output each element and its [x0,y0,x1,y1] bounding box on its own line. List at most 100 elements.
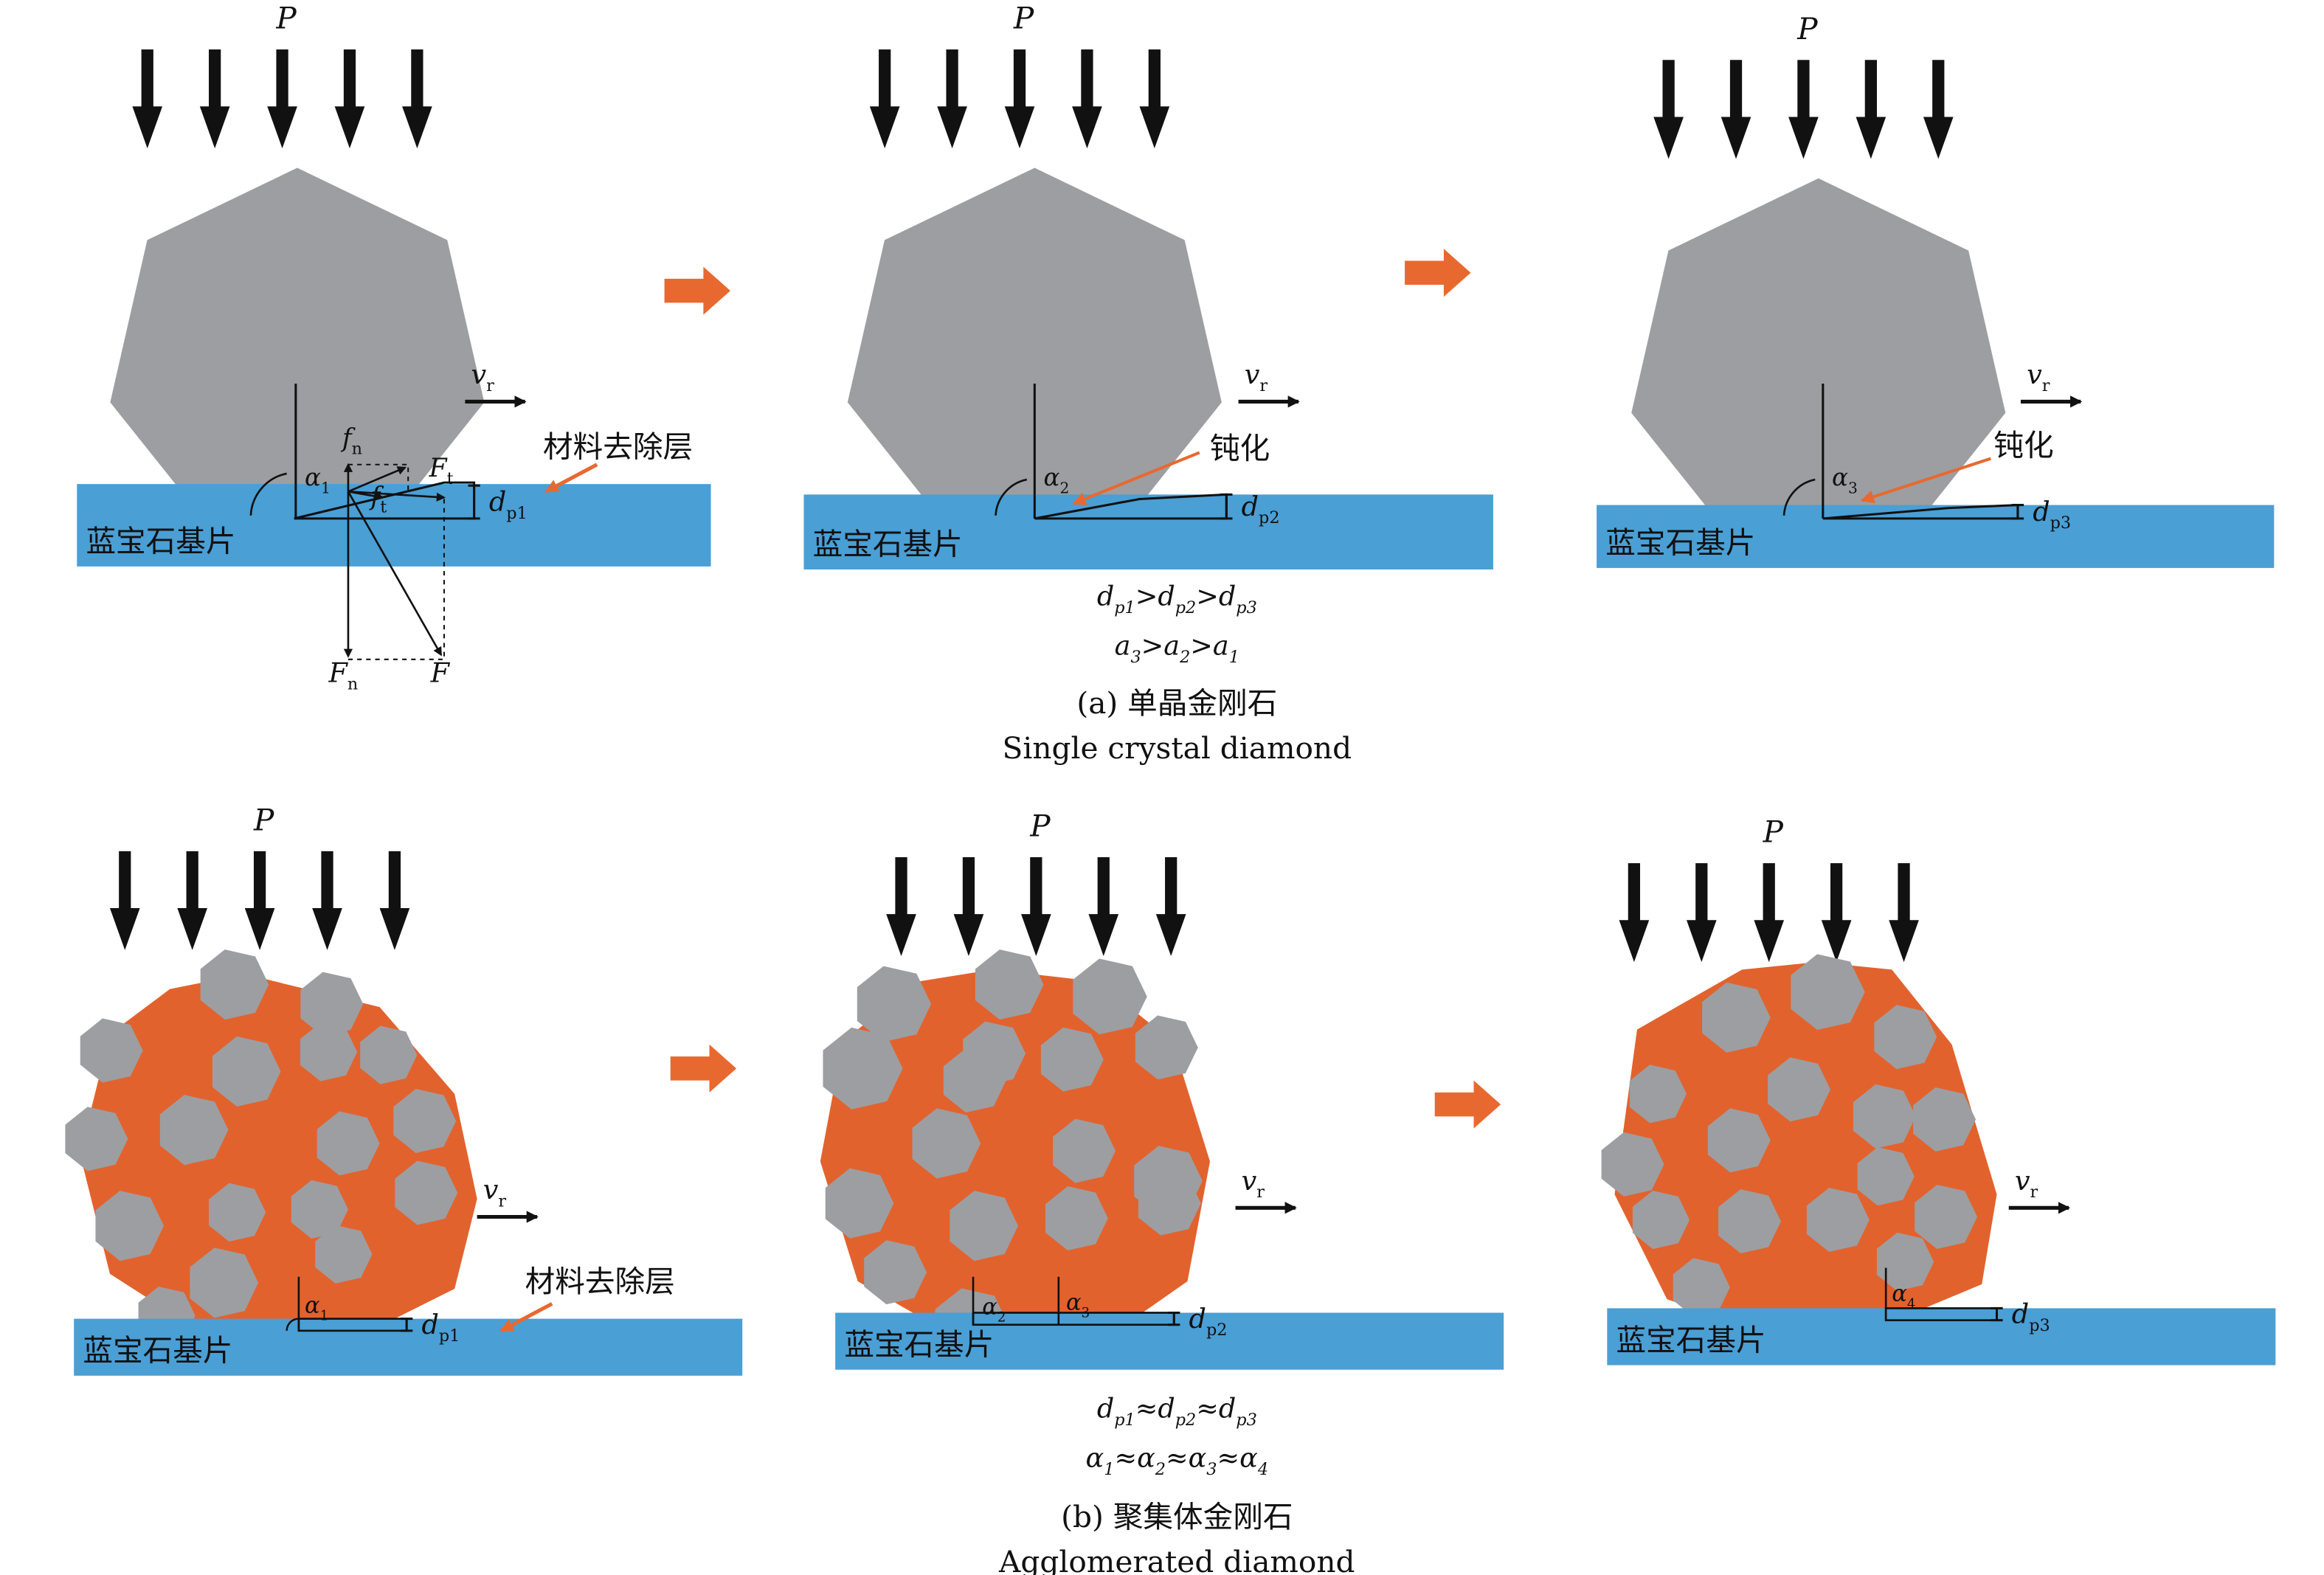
panel-b2-angle-2-label-sub: 2 [997,1310,1006,1326]
panel-b1-agglomerate-grain [95,1191,165,1261]
label-ft-small-main: f [368,482,384,512]
panel-b3-velocity-label: vr [2015,1165,2038,1202]
panel-a3-pressure-arrow-shaft [1729,60,1743,120]
panel-b1-angle-arc [286,1318,300,1331]
panel-a1-pressure-arrow-head [199,106,230,149]
panel-b2-agglomerate-grain [963,1021,1026,1086]
panel-b2-agglomerate-grain [975,949,1044,1020]
panel-a3-velocity-label-sub: r [2042,376,2050,395]
relation-b-angle-part: ≈ [1166,1442,1189,1474]
panel-b3-agglomerate-grain [1632,1190,1690,1250]
panel-b1-agglomerate-grain [300,1022,358,1081]
relation-b-angle-part: α [1189,1442,1207,1474]
panel-b2-agglomerate-grain [857,966,932,1042]
panel-a3-passivation-pointer [1860,457,1991,504]
relation-b-angle-part: 1 [1104,1460,1114,1479]
panel-b3-pressure-arrow-head [1754,920,1785,963]
caption-b-cn: (b) 聚集体金刚石 [1061,1499,1293,1534]
panel-b2-substrate-label: 蓝宝石基片 [844,1326,994,1362]
panel-b2-agglomerate-grain [864,1240,927,1305]
panel-b1-pressure-arrow-head [244,908,275,950]
relation-a-angle-part: 3 [1130,648,1141,667]
panel-b2-velocity-label-main: v [1242,1165,1257,1197]
relation-a-depth-part: d [1219,581,1236,612]
panel-b2-agglomerate-grain [1138,1171,1201,1236]
panel-b2-pressure-arrow-shaft [1097,856,1110,918]
panel-a2-pressure-arrow-head [1139,106,1170,149]
panel-b1-agglomerate-grain [190,1247,259,1318]
panel-b1-agglomerate-binder [80,974,477,1342]
panel-a3-pressure-label: P [1796,11,1818,46]
panel-b3-agglomerate-grain [1768,1057,1831,1122]
panel-a1-removal-label: 材料去除层 [543,429,693,465]
relation-a-angle-part: a [1115,630,1131,662]
panel-b1-angle-label-sub: 1 [320,1309,329,1324]
panel-a1-pressure-arrow-head [132,106,163,149]
panel-b3-angle-label-main: α [1892,1281,1907,1306]
panel-b3-pressure-arrow-shaft [1695,863,1708,924]
panel-b1-agglomerate-grain [80,1018,143,1083]
label-fn-small: fn [340,423,362,458]
panel-b3-pressure-arrow-shaft [1628,863,1641,924]
panel-b2-velocity-label-sub: r [1256,1183,1265,1202]
panel-a3-substrate-label: 蓝宝石基片 [1605,525,1755,561]
relation-a-angle: a3>a2>a1 [1115,630,1239,667]
panel-a3-velocity-label: vr [2027,359,2050,395]
panel-b1-agglomerate-grain [159,1095,229,1166]
panel-b3-angle-label-sub: 4 [1907,1296,1916,1312]
panel-a3-crystal [1631,178,2006,543]
process-arrow-b2 [1434,1080,1501,1129]
panel-b3-pressure-arrow-head [1889,920,1919,963]
relation-b-depth-part: p1 [1114,1410,1135,1430]
relation-a-angle-part: > [1141,630,1164,662]
panel-b2-angle-2-label: α2 [982,1295,1006,1326]
relation-a-depth-part: d [1158,581,1175,612]
panel-b2-pressure-arrow-shaft [1030,856,1042,918]
relation-a-angle-part: 1 [1229,648,1239,667]
relation-a-angle-part: > [1190,630,1213,662]
relation-b-depth-part: ≈ [1196,1393,1219,1425]
panel-b3-depth-label-main: d [2012,1298,2029,1330]
panel-a1-crystal [110,167,485,533]
panel-b3-agglomerate-grain [1913,1087,1977,1152]
panel-b2-depth-label: dp2 [1189,1303,1228,1340]
relation-b-angle-part: 4 [1257,1460,1268,1479]
relation-b-depth-part: d [1097,1393,1114,1425]
panel-b3-substrate [1607,1308,2276,1365]
panel-a2-angle-label: α2 [1044,463,1070,496]
panel-b2-pressure-arrow-head [1088,914,1119,957]
panel-b1-pressure-arrow-shaft [253,851,266,912]
panel-a3-angle-label-main: α [1832,463,1848,491]
panel-b2-depth-label-sub: p2 [1206,1320,1227,1340]
panel-b3-angle-label: α4 [1892,1281,1915,1312]
panel-a2-pressure-arrow-head [1072,106,1102,149]
panel-a2-substrate [803,494,1493,570]
panel-a3-pressure-arrow-head [1856,117,1886,159]
panel-a3-pressure-arrow-head [1653,117,1684,159]
relation-b-angle-part: 3 [1206,1460,1217,1479]
label-Ft-sub: t [447,469,454,488]
panel-a2-pressure-arrow-shaft [946,49,958,110]
panel-b1-pressure-arrow-head [177,908,207,950]
process-arrow-a1 [664,266,730,315]
panel-a3-angle-label: α3 [1832,463,1858,496]
panel-b1-pressure-arrow-shaft [388,851,401,912]
panel-a1-angle-label-sub: 1 [321,479,331,496]
panel-a1-depth-label-main: d [489,486,506,518]
label-Fn-main: F [328,657,349,688]
panel-b1-agglomerate-grain [209,1183,266,1242]
panel-a2-passivation-pointer [1072,451,1200,505]
caption-a-cn: (a) 单晶金刚石 [1076,685,1277,721]
panel-b1-angle-label: α1 [305,1293,328,1324]
panel-b3-pressure-arrow-shaft [1763,863,1775,924]
caption-a-en: Single crystal diamond [1003,730,1352,766]
panel-a1-substrate-label: 蓝宝石基片 [86,524,235,559]
panel-b2-agglomerate-grain [1045,1186,1108,1250]
relation-b-angle-part: α [1239,1442,1258,1474]
panel-b1-velocity-label-sub: r [498,1191,506,1211]
relation-b-depth-part: ≈ [1135,1393,1158,1425]
force-resultant-small [347,466,407,493]
panel-a3-pressure-arrow-head [1788,117,1819,159]
panel-b3-agglomerate-grain [1874,1005,1937,1070]
panel-a2-angle-arc [995,478,1028,516]
